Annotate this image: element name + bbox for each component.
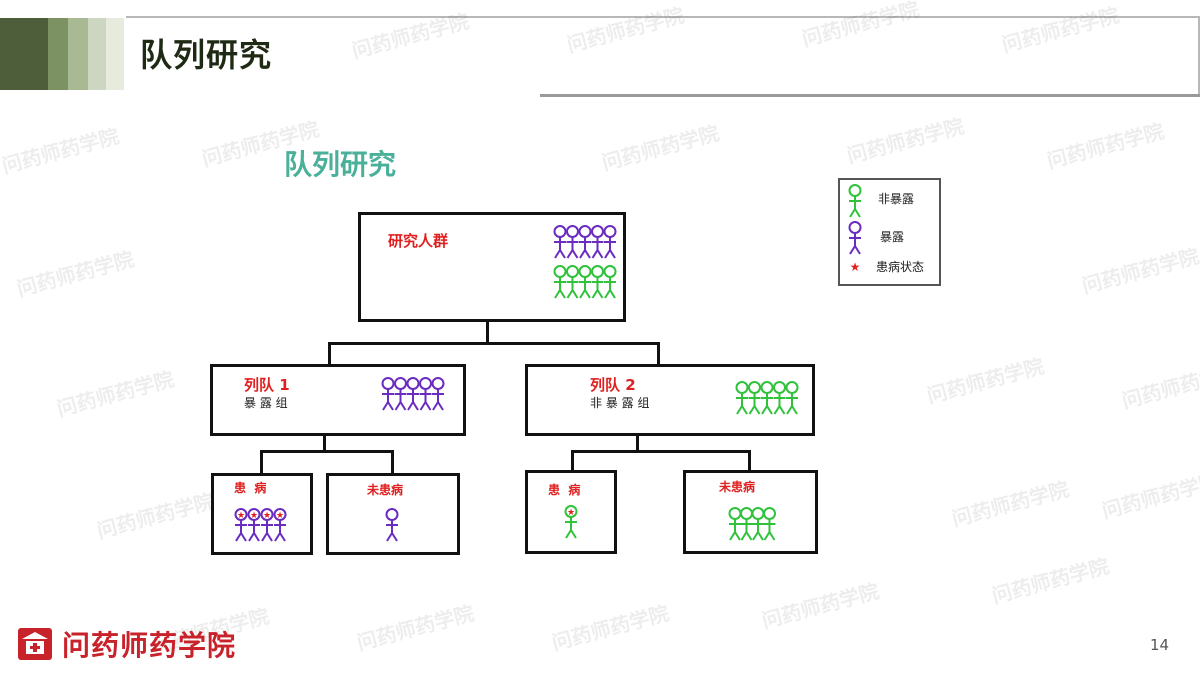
cohort1-label: 列队 1 <box>244 376 290 394</box>
exposed-person-icon <box>394 377 407 411</box>
brand-name: 问药师药学院 <box>62 629 237 662</box>
exposed-person-icon <box>553 225 567 259</box>
exposed-person-icon <box>381 377 395 411</box>
non-exposed-person-icon <box>751 507 765 541</box>
non-exposed-person-icon <box>773 381 786 415</box>
non-exposed-person-icon <box>553 265 567 299</box>
header-bar-2 <box>48 18 68 90</box>
page-title: 队列研究 <box>140 36 273 74</box>
cohort2-box <box>525 364 815 436</box>
svg-text:★: ★ <box>237 511 245 521</box>
connector <box>391 450 394 475</box>
exposed-person-icon <box>591 225 604 259</box>
root-label: 研究人群 <box>388 232 449 250</box>
connector <box>657 342 660 366</box>
non-exposed-person-icon <box>735 381 749 415</box>
exposed-diseased-person-icon: ★ <box>247 508 261 542</box>
non-exposed-person-icon <box>785 381 799 415</box>
connector <box>328 342 331 366</box>
exposed-person-icon <box>419 377 432 411</box>
leaf1-label: 患 病 <box>234 481 267 495</box>
green-person-icon <box>848 184 862 218</box>
connector <box>748 450 751 472</box>
non-exposed-person-icon <box>603 265 617 299</box>
leaf1-box <box>211 473 313 555</box>
header-bar-1 <box>0 18 48 90</box>
cohort2-sublabel: 非 暴 露 组 <box>590 396 650 410</box>
header-bar-3 <box>68 18 88 90</box>
exposed-person-icon <box>431 377 445 411</box>
exposed-person-icon <box>603 225 617 259</box>
legend-label-disease: 患病状态 <box>876 260 925 274</box>
non-exposed-person-icon <box>728 507 742 541</box>
exposed-person-icon <box>566 225 579 259</box>
cohort1-sublabel: 暴 露 组 <box>244 396 288 410</box>
svg-text:★: ★ <box>263 511 271 521</box>
non-exposed-person-icon <box>591 265 604 299</box>
connector <box>323 433 326 451</box>
non-exposed-person-icon <box>578 265 592 299</box>
cohort1-box <box>210 364 466 436</box>
purple-person-icon <box>848 221 862 255</box>
leaf3-label: 患 病 <box>548 483 581 497</box>
non-exposed-person-icon <box>566 265 579 299</box>
leaf2-box <box>326 473 460 555</box>
connector <box>328 342 660 345</box>
header-top-line <box>126 16 1200 18</box>
non-exposed-person-icon <box>760 381 774 415</box>
connector <box>571 450 751 453</box>
connector <box>260 450 263 475</box>
exposed-person-icon <box>406 377 420 411</box>
exposed-diseased-person-icon: ★ <box>234 508 248 542</box>
header-bar-5 <box>106 18 124 90</box>
non-exposed-person-icon <box>740 507 753 541</box>
connector <box>486 320 489 344</box>
connector <box>636 433 639 451</box>
red-star-icon: ★ <box>850 260 861 274</box>
connector <box>260 450 394 453</box>
legend-label-non-exposed: 非暴露 <box>878 192 915 206</box>
brand-logo-icon <box>18 628 52 660</box>
exposed-diseased-person-icon: ★ <box>273 508 287 542</box>
svg-text:★: ★ <box>567 508 575 518</box>
exposed-diseased-person-icon: ★ <box>260 508 274 542</box>
leaf3-box <box>525 470 617 554</box>
non-exposed-person-icon <box>748 381 761 415</box>
exposed-person-icon <box>385 508 399 542</box>
leaf4-label: 未患病 <box>719 480 756 494</box>
cohort2-label: 列队 2 <box>590 376 636 394</box>
non-exposed-person-icon <box>763 507 776 541</box>
header-bar-4 <box>88 18 106 90</box>
header-bottom-line <box>540 94 1200 97</box>
legend-label-exposed: 暴露 <box>880 230 905 244</box>
page-number: 14 <box>1150 636 1170 654</box>
leaf2-label: 未患病 <box>367 483 404 497</box>
non-exposed-diseased-person-icon: ★ <box>564 505 578 539</box>
header-right-line <box>1198 16 1200 96</box>
diagram-title: 队列研究 <box>284 148 397 181</box>
connector <box>571 450 574 472</box>
svg-text:★: ★ <box>276 511 284 521</box>
svg-text:★: ★ <box>250 511 258 521</box>
exposed-person-icon <box>578 225 592 259</box>
